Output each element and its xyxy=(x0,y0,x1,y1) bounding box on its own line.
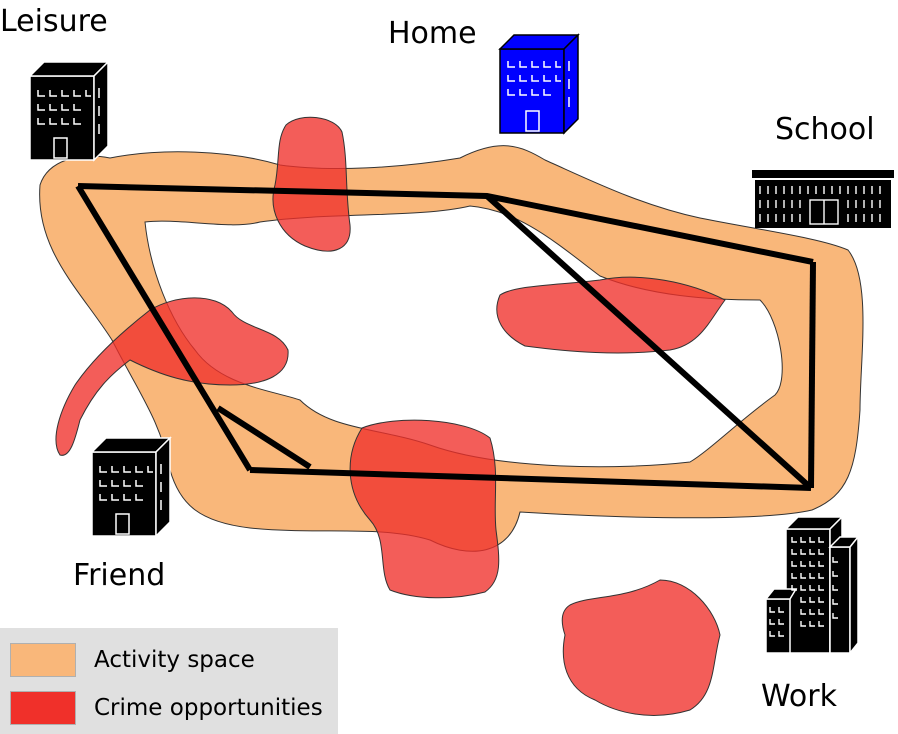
legend-swatch-activity-space xyxy=(10,643,76,677)
label-work: Work xyxy=(761,679,837,714)
route-friend-loop xyxy=(216,405,312,470)
home-building-icon xyxy=(498,33,580,135)
legend-label-activity-space: Activity space xyxy=(94,647,255,673)
legend-swatch-crime-opportunities xyxy=(10,691,76,725)
legend-item-activity-space: Activity space xyxy=(10,642,255,678)
legend: Activity space Crime opportunities xyxy=(0,628,338,734)
legend-label-crime-opportunities: Crime opportunities xyxy=(94,695,323,721)
crime-area-top xyxy=(272,116,351,252)
legend-item-crime-opportunities: Crime opportunities xyxy=(10,690,323,726)
route-school-work xyxy=(808,261,816,489)
crime-area-left xyxy=(55,297,289,456)
crime-opportunities-group xyxy=(55,116,726,716)
school-icon xyxy=(752,170,894,228)
label-school: School xyxy=(775,112,875,147)
route-home-work xyxy=(484,193,814,491)
label-friend: Friend xyxy=(73,558,166,593)
crime-area-work xyxy=(561,579,721,716)
activity-space-area xyxy=(39,145,864,552)
label-leisure: Leisure xyxy=(0,4,108,39)
friend-building-icon xyxy=(90,436,172,538)
route-friend-leisure xyxy=(75,184,253,472)
crime-area-bottom xyxy=(349,419,500,599)
route-work-friend xyxy=(249,467,812,491)
office-towers-icon xyxy=(764,515,860,656)
label-home: Home xyxy=(388,16,477,51)
crime-area-right xyxy=(496,276,726,354)
routes-group xyxy=(75,183,816,491)
building-icon xyxy=(28,60,110,162)
